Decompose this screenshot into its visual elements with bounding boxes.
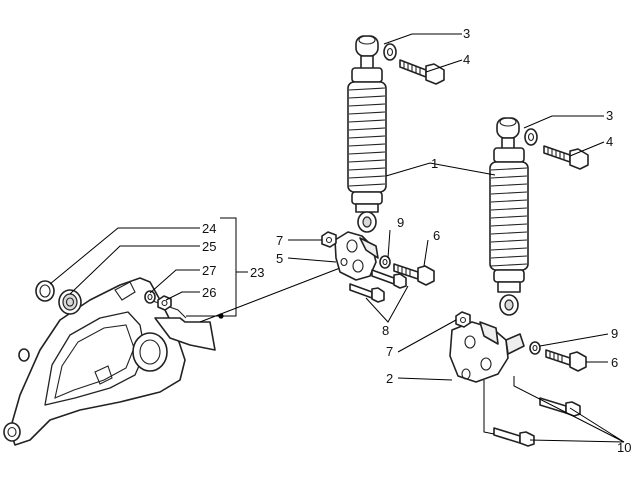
nut-left: [321, 231, 337, 248]
callout-25: 25: [202, 239, 216, 254]
bolt-mid-right: [545, 349, 587, 372]
bolt-top-left: [399, 59, 445, 85]
bolt-top-right: [543, 145, 589, 170]
callout-9-left: 9: [397, 215, 404, 230]
bolt-mid-left: [393, 263, 435, 286]
callout-4-top-left: 4: [463, 52, 470, 67]
swing-arm: [3, 267, 341, 446]
leader-dot: [218, 313, 224, 319]
shock-absorber-left: [347, 35, 387, 233]
callout-5: 5: [276, 251, 283, 266]
bracket-left: [334, 231, 379, 281]
callout-3-top-right: 3: [606, 108, 613, 123]
bolt-lower-left-b: [371, 269, 407, 289]
washer-mid-right: [529, 341, 541, 355]
callout-24: 24: [202, 221, 216, 236]
callout-7-right: 7: [386, 344, 393, 359]
callout-6-left: 6: [433, 228, 440, 243]
nut-right: [455, 311, 471, 328]
bearing: [58, 289, 82, 315]
callout-23: 23: [250, 265, 264, 280]
spring-left: [347, 81, 387, 193]
callout-labels: 3 4 1 3 4 7 5 9 6 8 7 2 9 6 10 24 25 27 …: [202, 26, 631, 455]
callout-4-top-right: 4: [606, 134, 613, 149]
shock-absorber-right: [489, 117, 529, 316]
bolt-lower-left-a: [349, 283, 385, 303]
spring-right: [489, 161, 529, 271]
washer-mid-left: [379, 255, 391, 269]
callout-27: 27: [202, 263, 216, 278]
callout-6-right: 6: [611, 355, 618, 370]
bracket-right: [449, 321, 525, 383]
callout-1: 1: [431, 156, 438, 171]
washer-top-right: [524, 128, 538, 146]
callout-10: 10: [617, 440, 631, 455]
callout-2: 2: [386, 371, 393, 386]
callout-3-top-left: 3: [463, 26, 470, 41]
bolt-lower-right-b: [493, 427, 535, 447]
leader-lines: [49, 33, 625, 443]
callout-9-right: 9: [611, 326, 618, 341]
callout-26: 26: [202, 285, 216, 300]
callout-8: 8: [382, 323, 389, 338]
washer-top-left: [383, 43, 397, 61]
circlip: [35, 280, 55, 302]
bolt-lower-right-a: [539, 397, 581, 417]
callout-7-left: 7: [276, 233, 283, 248]
washer-small: [144, 290, 156, 304]
